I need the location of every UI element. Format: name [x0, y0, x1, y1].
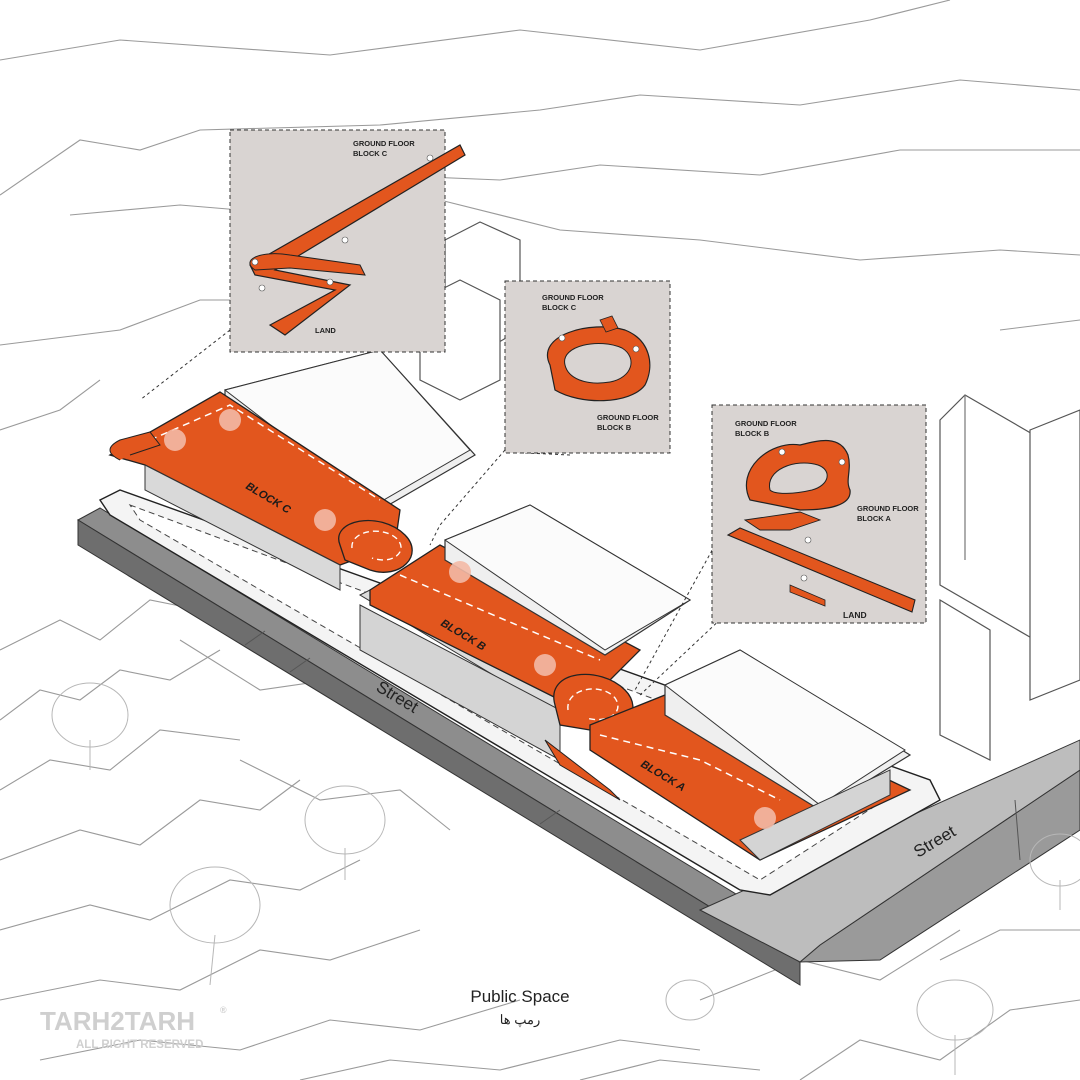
block-b: BLOCK B — [358, 504, 692, 761]
tree-icon — [314, 509, 336, 531]
inset-2-bottom-label-2: BLOCK B — [597, 423, 632, 432]
inset-2-bottom-label-1: GROUND FLOOR — [597, 413, 659, 422]
inset-3-top-label-1: GROUND FLOOR — [735, 419, 797, 428]
watermark-mark: ® — [220, 1005, 227, 1015]
watermark-rights: ALL RIGHT RESERVED — [76, 1039, 203, 1051]
caption-subtitle: رمپ ها — [500, 1012, 540, 1028]
tree-icon — [665, 979, 715, 1021]
block-c: BLOCK C — [108, 349, 476, 591]
tree-sketches — [51, 682, 1080, 1075]
block-a: BLOCK A — [589, 649, 912, 861]
tree-icon — [219, 409, 241, 431]
tree-icon — [169, 866, 261, 986]
inset-1-top-label-2: BLOCK C — [353, 149, 388, 158]
inset-2: GROUND FLOOR BLOCK C GROUND FLOOR BLOCK … — [504, 280, 671, 454]
inset-3-bottom-label: LAND — [843, 610, 867, 620]
tree-icon — [164, 429, 186, 451]
inset-3-top-label-2: BLOCK B — [735, 429, 770, 438]
inset-1-top-label-1: GROUND FLOOR — [353, 139, 415, 148]
tree-icon — [754, 807, 776, 829]
street-side — [698, 739, 1080, 963]
caption-title: Public Space — [470, 987, 569, 1006]
ramp-loop-cb — [338, 519, 413, 573]
tree-icon — [304, 785, 386, 880]
watermark: TARH2TARH ALL RIGHT RESERVED ® — [40, 1005, 227, 1051]
inset-1: GROUND FLOOR BLOCK C LAND — [229, 129, 466, 353]
watermark-brand: TARH2TARH — [40, 1006, 195, 1036]
tree-icon — [1029, 833, 1080, 910]
inset-3-right-label-1: GROUND FLOOR — [857, 504, 919, 513]
inset-2-top-label-1: GROUND FLOOR — [542, 293, 604, 302]
inset-2-top-label-2: BLOCK C — [542, 303, 577, 312]
inset-1-bottom-label: LAND — [315, 326, 336, 335]
inset-3: GROUND FLOOR BLOCK B GROUND FLOOR BLOCK … — [711, 404, 927, 624]
neighbour-buildings — [419, 221, 1080, 761]
tree-icon — [916, 979, 994, 1075]
tree-icon — [449, 561, 471, 583]
inset-3-right-label-2: BLOCK A — [857, 514, 891, 523]
tree-icon — [534, 654, 556, 676]
tree-icon — [51, 682, 129, 770]
